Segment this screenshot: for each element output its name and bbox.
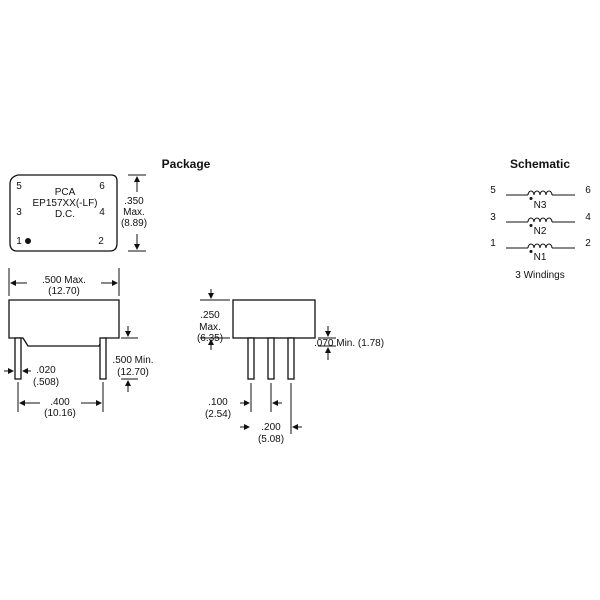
- side-view: .500 Max. (12.70) .020 (.508) .500 Min. …: [4, 268, 154, 419]
- top-view-body: [9, 174, 118, 252]
- body-height-dim-line-2: Max.: [199, 322, 221, 333]
- marking-line-1: PCA: [55, 187, 76, 198]
- end-lead-3: [287, 337, 295, 380]
- left-lead: [14, 337, 22, 380]
- schematic: 5 6 N3 3 4 N2 1 2 N1 3 Windings: [490, 185, 591, 281]
- pin-2-label: 2: [98, 236, 104, 247]
- height-dim-line-2: Max.: [123, 207, 145, 218]
- standoff-dim: .070 Min. (1.78): [314, 338, 384, 349]
- end-lead-2: [267, 337, 275, 380]
- lead-len-dim-line-2: (12.70): [117, 367, 149, 378]
- span-dim-line-2: (5.08): [258, 434, 284, 445]
- pin-1-dot-icon: [25, 238, 31, 244]
- winding-n2-pin-left: 3: [490, 212, 496, 223]
- polarity-dot-icon: [529, 224, 533, 227]
- side-view-body: [8, 299, 120, 347]
- coil-icon: [527, 190, 553, 196]
- winding-n3: 5 6 N3: [490, 185, 591, 211]
- end-lead-1: [247, 337, 255, 380]
- top-view: 5 6 3 4 1 2 PCA EP157XX(-LF) D.C. .350 M…: [9, 174, 147, 252]
- row-spacing-dim-line-1: .400: [50, 397, 70, 408]
- body-height-dim-line-3: (6.35): [197, 333, 223, 344]
- pin-3-label: 3: [16, 207, 22, 218]
- schematic-heading: Schematic: [510, 157, 570, 171]
- pin-5-label: 5: [16, 181, 22, 192]
- polarity-dot-icon: [529, 250, 533, 253]
- lead-dia-dim-line-2: (.508): [33, 377, 59, 388]
- winding-n1: 1 2 N1: [490, 238, 591, 263]
- package-heading: Package: [162, 157, 211, 171]
- pitch-dim-line-2: (2.54): [205, 409, 231, 420]
- span-dim-line-1: .200: [261, 422, 281, 433]
- right-lead: [99, 337, 107, 380]
- winding-n1-pin-left: 1: [490, 238, 496, 249]
- lead-len-dim-line-1: .500 Min.: [112, 355, 153, 366]
- winding-n1-pin-right: 2: [585, 238, 591, 249]
- winding-n3-label: N3: [534, 200, 547, 211]
- pin-1-label: 1: [16, 236, 22, 247]
- pitch-dim-line-1: .100: [208, 397, 228, 408]
- polarity-dot-icon: [529, 197, 533, 200]
- width-dim-line-2: (12.70): [48, 286, 80, 297]
- row-spacing-dim-line-2: (10.16): [44, 408, 76, 419]
- schematic-caption: 3 Windings: [515, 270, 564, 281]
- winding-n3-pin-left: 5: [490, 185, 496, 196]
- height-dim-line-3: (8.89): [121, 218, 147, 229]
- body-height-dim-line-1: .250: [200, 310, 220, 321]
- end-view: .250 Max. (6.35) .070 Min. (1.78) .100 (…: [197, 289, 384, 445]
- marking-line-2: EP157XX(-LF): [32, 198, 97, 209]
- winding-n3-pin-right: 6: [585, 185, 591, 196]
- marking-line-3: D.C.: [55, 209, 75, 220]
- pin-4-label: 4: [99, 207, 105, 218]
- width-dim-line-1: .500 Max.: [42, 275, 86, 286]
- height-dim-line-1: .350: [124, 196, 144, 207]
- winding-n2-pin-right: 4: [585, 212, 591, 223]
- end-view-body: [232, 299, 316, 339]
- winding-n1-label: N1: [534, 252, 547, 263]
- pin-6-label: 6: [99, 181, 105, 192]
- winding-n2: 3 4 N2: [490, 212, 591, 237]
- coil-icon: [527, 217, 553, 223]
- coil-icon: [527, 243, 553, 249]
- winding-n2-label: N2: [534, 226, 547, 237]
- lead-dia-dim-line-1: .020: [36, 365, 56, 376]
